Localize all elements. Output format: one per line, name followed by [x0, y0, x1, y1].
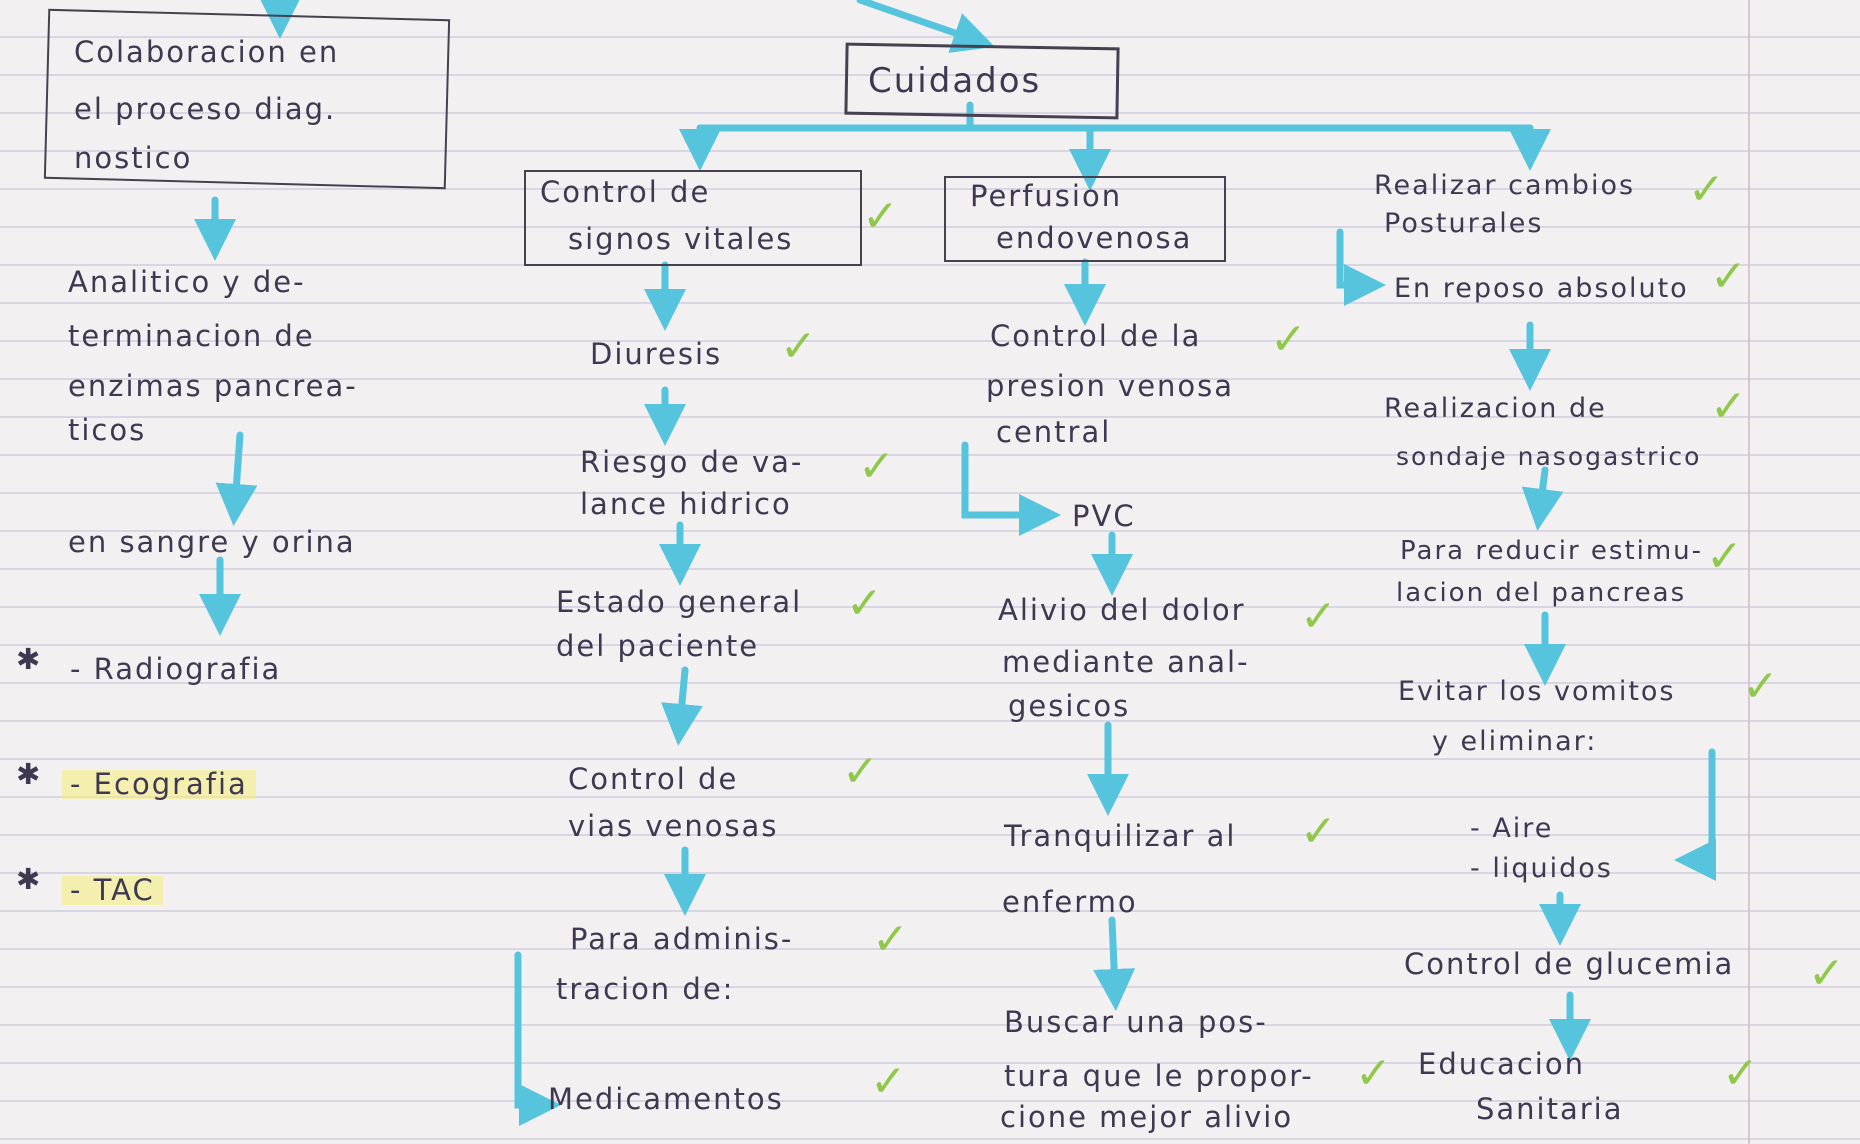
col3-item-air: - Aire	[1470, 813, 1554, 844]
check-mark-icon: ✓	[1706, 531, 1743, 582]
check-mark-icon: ✓	[872, 914, 909, 965]
check-mark-icon: ✓	[1808, 948, 1845, 999]
notebook-margin-line	[1748, 0, 1750, 1144]
root-label: Cuidados	[868, 61, 1042, 101]
check-mark-icon: ✓	[846, 578, 883, 629]
test-ultrasound: - Ecografia	[62, 770, 256, 799]
vital-signs-box	[524, 170, 862, 266]
vital-signs-line-2: signos vitales	[568, 222, 794, 256]
test-radiography: - Radiografia	[70, 652, 282, 686]
check-mark-icon: ✓	[1722, 1048, 1759, 1099]
col2-item-calm-2: enfermo	[1002, 885, 1138, 919]
col3-item-nasogastric-1: Realizacion de	[1384, 393, 1607, 424]
col1-item-diuresis: Diuresis	[590, 337, 723, 371]
col1-item-administration-2: tracion de:	[556, 972, 735, 1006]
col2-item-pvc: PVC	[1072, 499, 1136, 533]
col2-item-posture-2: tura que le propor-	[1004, 1059, 1314, 1093]
check-mark-icon: ✓	[1710, 251, 1747, 302]
check-mark-icon: ✓	[1270, 314, 1307, 365]
sample-text: en sangre y orina	[68, 525, 356, 559]
col2-item-pain-2: mediante anal-	[1002, 645, 1250, 679]
perfusion-line-2: endovenosa	[996, 221, 1193, 255]
vital-signs-line-1: Control de	[540, 175, 711, 209]
analysis-line-3: enzimas pancrea-	[68, 369, 358, 403]
col3-item-posture-changes-1: Realizar cambios	[1374, 170, 1636, 201]
col3-item-vomiting-2: y eliminar:	[1432, 726, 1598, 757]
analysis-line-1: Analitico y de-	[68, 265, 306, 299]
col3-item-vomiting-1: Evitar los vomitos	[1398, 676, 1676, 707]
test-tac: - TAC	[62, 876, 163, 905]
col2-item-pain-1: Alivio del dolor	[998, 593, 1246, 627]
col1-item-general-state-1: Estado general	[556, 585, 803, 619]
diagnostic-title-line-1: Colaboracion en	[74, 35, 340, 69]
analysis-line-4: ticos	[68, 413, 147, 447]
check-mark-icon: ✓	[1300, 806, 1337, 857]
col1-item-administration-1: Para adminis-	[570, 922, 794, 956]
check-mark-icon: ✓	[780, 321, 817, 372]
col3-item-posture-changes-2: Posturales	[1384, 208, 1544, 239]
col2-item-pressure-2: presion venosa	[986, 369, 1235, 403]
diagnostic-title-line-3: nostico	[74, 141, 193, 175]
col2-item-calm-1: Tranquilizar al	[1004, 819, 1237, 853]
diagnostic-title-line-2: el proceso diag.	[74, 92, 337, 126]
check-mark-icon: ✓	[1742, 661, 1779, 712]
col1-item-water-balance-2: lance hidrico	[580, 487, 792, 521]
col3-item-glucose: Control de glucemia	[1404, 947, 1735, 981]
analysis-line-2: terminacion de	[68, 319, 315, 353]
check-mark-icon: ✓	[1300, 591, 1337, 642]
check-mark-icon: ✓	[1688, 164, 1725, 215]
test-bullet-3: ✱	[16, 862, 43, 896]
col3-item-nasogastric-2: sondaje nasogastrico	[1396, 442, 1702, 471]
col1-item-venous-lines-2: vias venosas	[568, 809, 779, 843]
col3-item-pancreas-1: Para reducir estimu-	[1400, 536, 1704, 566]
check-mark-icon: ✓	[1355, 1048, 1392, 1099]
col2-item-pressure-1: Control de la	[990, 319, 1202, 353]
perfusion-box	[944, 176, 1226, 262]
col2-item-posture-1: Buscar una pos-	[1004, 1005, 1268, 1039]
col1-item-medications: Medicamentos	[548, 1082, 784, 1116]
check-mark-icon: ✓	[842, 746, 879, 797]
check-mark-icon: ✓	[862, 191, 899, 242]
col1-item-venous-lines-1: Control de	[568, 762, 739, 796]
col2-item-pressure-3: central	[996, 415, 1112, 449]
test-bullet-1: ✱	[16, 642, 43, 676]
check-mark-icon: ✓	[1710, 381, 1747, 432]
col1-item-general-state-2: del paciente	[556, 629, 760, 663]
check-mark-icon: ✓	[858, 441, 895, 492]
col2-item-pain-3: gesicos	[1008, 689, 1131, 723]
col3-item-pancreas-2: lacion del pancreas	[1396, 578, 1687, 608]
col1-item-water-balance-1: Riesgo de va-	[580, 445, 804, 479]
col2-item-posture-3: cione mejor alivio	[1000, 1100, 1294, 1134]
col3-item-education-1: Educacion	[1418, 1047, 1585, 1081]
test-bullet-2: ✱	[16, 757, 43, 791]
perfusion-line-1: Perfusion	[970, 179, 1123, 213]
check-mark-icon: ✓	[870, 1056, 907, 1107]
col3-item-liquids: - liquidos	[1470, 853, 1613, 884]
col3-item-education-2: Sanitaria	[1476, 1092, 1624, 1126]
col3-item-absolute-rest: En reposo absoluto	[1394, 273, 1689, 304]
